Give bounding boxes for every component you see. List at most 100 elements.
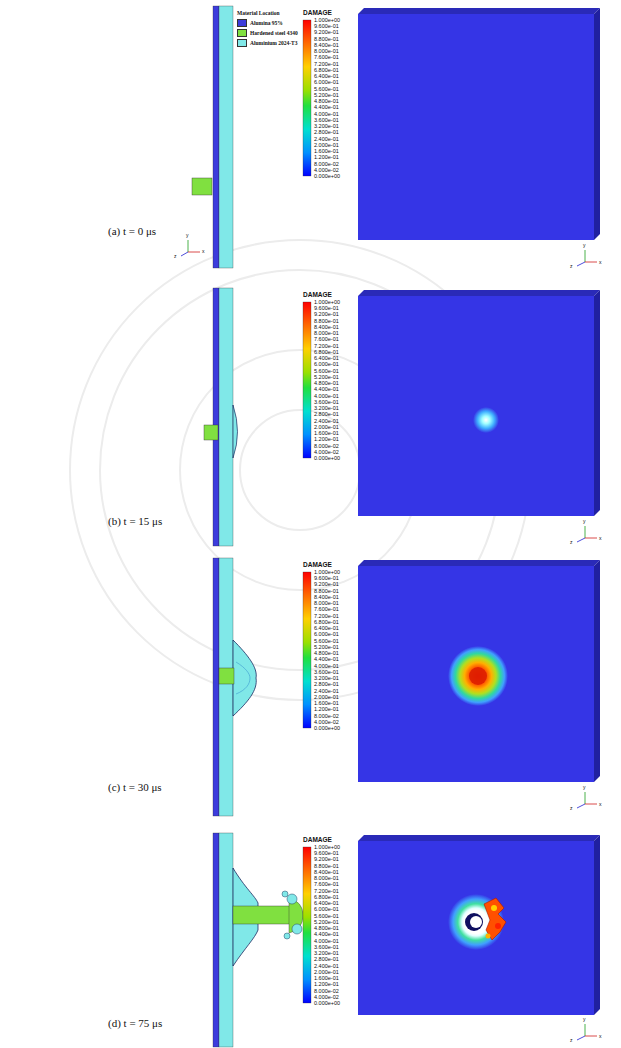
- damage-plate: [358, 290, 600, 296]
- side-view: [204, 425, 218, 440]
- damage-plate: [448, 646, 508, 706]
- side-view: [287, 894, 297, 904]
- colorbar-value: 8.800e-01: [314, 588, 339, 594]
- colorbar-value: 2.800e-01: [314, 129, 339, 135]
- colorbar-value: 8.400e-01: [314, 869, 339, 875]
- colorbar-value: 4.800e-01: [314, 98, 339, 104]
- colorbar-value: 9.600e-01: [314, 305, 339, 311]
- colorbar-value: 0.000e+00: [314, 173, 340, 179]
- colorbar-value: 4.000e-01: [314, 663, 339, 669]
- colorbar-value: 9.600e-01: [314, 575, 339, 581]
- colorbar-value: 3.600e-01: [314, 944, 339, 950]
- colorbar-value: 8.400e-01: [314, 42, 339, 48]
- axis-triad: [585, 262, 597, 263]
- damage-plate: [358, 8, 600, 240]
- axis-triad: [585, 1024, 586, 1036]
- axis-letter: x: [599, 259, 602, 265]
- panel-label: (c) t = 30 μs: [108, 782, 162, 794]
- side-view: [282, 891, 288, 897]
- damage-plate: [358, 835, 600, 1015]
- colorbar-value: 6.400e-01: [314, 73, 339, 79]
- side-view: [219, 6, 233, 268]
- legend-swatch: [237, 39, 247, 47]
- side-view: [213, 558, 256, 816]
- colorbar-value: 8.800e-01: [314, 863, 339, 869]
- colorbar-value: 1.000e+00: [314, 17, 340, 23]
- colorbar-value: 6.800e-01: [314, 619, 339, 625]
- colorbar-value: 4.000e-01: [314, 938, 339, 944]
- side-view: [213, 833, 219, 1047]
- damage-plate: [358, 560, 600, 782]
- colorbar-value: 4.400e-01: [314, 931, 339, 937]
- colorbar-value: 6.000e-01: [314, 361, 339, 367]
- colorbar-value: 6.000e-01: [314, 631, 339, 637]
- legend-text: Alumina 95%: [250, 20, 283, 27]
- colorbar-value: 0.000e+00: [314, 1000, 340, 1006]
- colorbar-value: 8.000e-01: [314, 330, 339, 336]
- damage-plate: [594, 8, 600, 240]
- side-view: [219, 288, 233, 546]
- damage-plate: [486, 934, 491, 939]
- axis-letter: y: [583, 784, 586, 790]
- axis-letter: y: [583, 242, 586, 248]
- colorbar-value: 1.000e+00: [314, 844, 340, 850]
- colorbar-value: 8.000e-01: [314, 875, 339, 881]
- colorbar-value: 8.000e-01: [314, 600, 339, 606]
- colorbar-value: 4.400e-01: [314, 104, 339, 110]
- colorbar-value: 5.200e-01: [314, 919, 339, 925]
- colorbar-title: DAMAGE: [303, 561, 332, 568]
- colorbar-value: 5.600e-01: [314, 913, 339, 919]
- colorbar-value: 5.200e-01: [314, 92, 339, 98]
- colorbar-value: 1.200e-01: [314, 436, 339, 442]
- colorbar-value: 2.800e-01: [314, 681, 339, 687]
- colorbar-value: 2.000e-01: [314, 694, 339, 700]
- side-view: [284, 933, 290, 939]
- colorbar-value: 2.000e-01: [314, 424, 339, 430]
- colorbar-value: 4.000e-02: [314, 994, 339, 1000]
- damage-plate: [470, 916, 482, 928]
- damage-plate: [469, 667, 487, 685]
- axis-letter: z: [570, 805, 573, 811]
- damage-plate: [484, 898, 506, 940]
- axis-letter: y: [583, 518, 586, 524]
- colorbar-value: 9.200e-01: [314, 856, 339, 862]
- colorbar-value: 4.000e-01: [314, 393, 339, 399]
- side-view: [233, 906, 291, 924]
- color-bar: [303, 20, 311, 176]
- colorbar-value: 5.200e-01: [314, 644, 339, 650]
- axis-triad: [577, 1024, 597, 1040]
- axis-letter: z: [174, 253, 177, 259]
- axis-triad: [577, 526, 597, 542]
- colorbar-value: 1.600e-01: [314, 700, 339, 706]
- axis-triad: [577, 792, 597, 808]
- colorbar-value: 6.400e-01: [314, 355, 339, 361]
- colorbar-value: 9.600e-01: [314, 23, 339, 29]
- colorbar-value: 7.200e-01: [314, 888, 339, 894]
- colorbar-value: 1.200e-01: [314, 154, 339, 160]
- colorbar-value: 7.200e-01: [314, 343, 339, 349]
- axis-letter: z: [570, 263, 573, 269]
- colorbar-value: 6.400e-01: [314, 900, 339, 906]
- colorbar-value: 0.000e+00: [314, 455, 340, 461]
- colorbar-title: DAMAGE: [303, 836, 332, 843]
- axis-letter: y: [583, 1016, 586, 1022]
- side-view: [213, 833, 303, 1047]
- side-view: [233, 640, 256, 716]
- colorbar-value: 5.600e-01: [314, 368, 339, 374]
- legend-swatch: [237, 29, 247, 37]
- colorbar-value: 7.200e-01: [314, 613, 339, 619]
- panel-label: (a) t = 0 μs: [108, 226, 156, 238]
- legend-entry: Alumina 95%: [237, 19, 283, 27]
- damage-plate: [358, 835, 600, 841]
- damage-plate: [473, 407, 499, 433]
- panel-label: (b) t = 15 μs: [108, 516, 162, 528]
- axis-triad: [577, 538, 585, 542]
- color-bar: [303, 847, 311, 1003]
- colorbar-title: DAMAGE: [303, 9, 332, 16]
- colorbar-value: 8.000e-02: [314, 161, 339, 167]
- axis-triad: [585, 1036, 597, 1037]
- side-view: [192, 178, 212, 195]
- damage-plate: [495, 923, 501, 929]
- axis-letter: x: [599, 535, 602, 541]
- colorbar-value: 7.600e-01: [314, 606, 339, 612]
